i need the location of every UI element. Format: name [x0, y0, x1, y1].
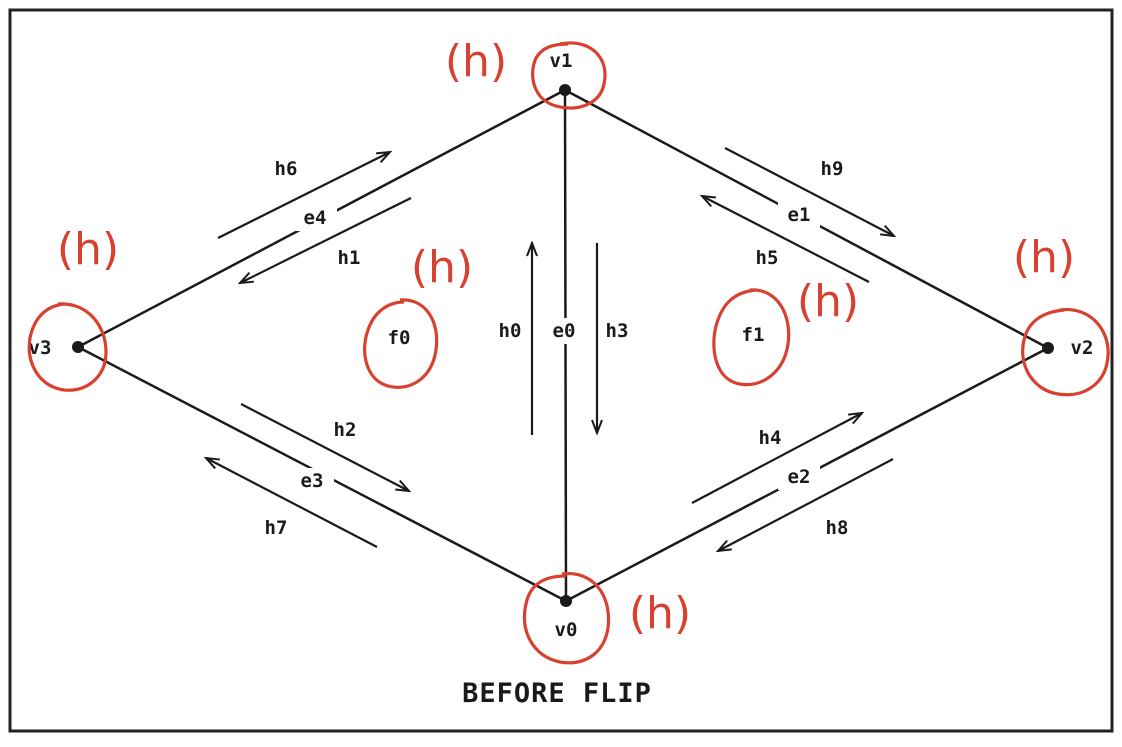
halfedge-h1-label: h1 — [338, 247, 361, 269]
edge-e0-label-bg — [540, 318, 588, 344]
edge-e0-line — [563, 89, 568, 602]
halfedge-h8-label: h8 — [826, 517, 849, 539]
halfedge-h3-label: h3 — [606, 320, 629, 342]
vertex-v0-annotation-circle — [522, 572, 611, 665]
face-f0-h-annotation: (h) — [411, 242, 473, 293]
edge-e3-label: e3 — [301, 470, 324, 492]
halfedge-h4-arrow — [691, 413, 862, 504]
halfedge-h1-arrow — [240, 197, 412, 283]
halfedge-h4-label: h4 — [759, 427, 782, 449]
edge-e1-label: e1 — [788, 204, 811, 226]
halfedge-h6-arrow — [217, 152, 390, 239]
face-f0-annotation-circle — [363, 298, 439, 389]
vertex-v3-dot — [72, 341, 84, 353]
halfedge-h5-label: h5 — [756, 247, 779, 269]
halfedge-h7-label: h7 — [265, 517, 288, 539]
halfedge-h7-arrow — [206, 458, 378, 548]
edge-e4-label: e4 — [304, 207, 327, 229]
vertex-v1-dot — [559, 84, 571, 96]
face-f1-h-annotation: (h) — [797, 276, 859, 327]
vertex-v0-h-annotation: (h) — [629, 588, 691, 639]
halfedge-h8-arrow — [718, 458, 894, 551]
vertex-v0-dot — [560, 595, 572, 607]
vertex-v3-h-annotation: (h) — [57, 224, 119, 275]
vertex-v0-label: v0 — [555, 619, 578, 641]
face-f1-annotation-circle — [712, 288, 791, 387]
vertex-v2-dot — [1042, 342, 1054, 354]
halfedge-h2-arrow — [240, 403, 409, 491]
vertex-v1-annotation-circle — [531, 41, 607, 110]
face-f0-label: f0 — [388, 327, 411, 349]
vertex-v1-label: v1 — [550, 50, 573, 72]
edge-e2-label: e2 — [788, 466, 811, 488]
edge-e0-label: e0 — [553, 320, 576, 342]
edge-e2-label-bg — [778, 464, 820, 490]
halfedge-h9-label: h9 — [821, 158, 844, 180]
edge-e4-label-bg — [293, 205, 337, 231]
vertex-v2-label: v2 — [1071, 337, 1094, 359]
vertex-v3-label: v3 — [29, 337, 52, 359]
vertex-v3-annotation-circle — [27, 302, 108, 392]
vertex-v1-h-annotation: (h) — [445, 36, 507, 87]
halfedge-h2-label: h2 — [334, 419, 357, 441]
diagram-caption: BEFORE FLIP — [462, 678, 652, 709]
halfedge-h6-label: h6 — [275, 158, 298, 180]
halfedge-h5-arrow — [702, 196, 870, 283]
halfedge-h9-arrow — [724, 147, 894, 236]
edge-e1-label-bg — [778, 202, 820, 228]
halfedge-h0-label: h0 — [499, 320, 522, 342]
vertex-v2-annotation-circle — [1021, 308, 1110, 397]
edge-e3-label-bg — [290, 468, 334, 494]
diagram-frame — [8, 8, 1114, 733]
vertex-v2-h-annotation: (h) — [1013, 232, 1075, 283]
face-f1-label: f1 — [742, 324, 765, 346]
